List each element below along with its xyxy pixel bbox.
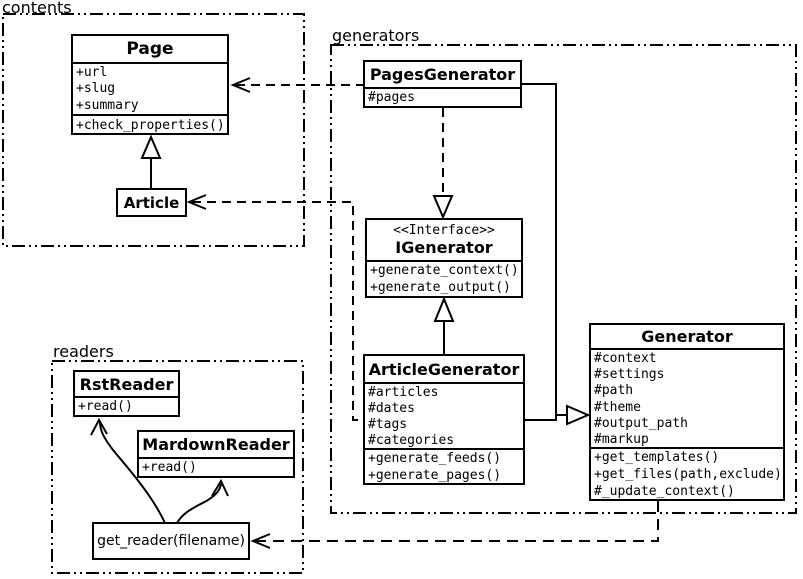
attribute: #context (594, 351, 657, 366)
generators-package-label: generators (332, 26, 420, 45)
generators-package-border (330, 44, 797, 514)
attribute: #dates (368, 401, 415, 416)
method: +generate_output() (370, 279, 511, 295)
dependency-arrow-generator-to-getreader (250, 501, 659, 549)
arrow-getreader-to-rstreader (90, 417, 166, 524)
attribute: #theme (594, 399, 641, 415)
attribute: #pages (368, 90, 415, 105)
method: +generate_feeds() (368, 451, 502, 467)
attribute: +slug (76, 81, 116, 97)
method: +read() (142, 460, 197, 475)
inheritance-arrow-article-to-page (140, 134, 162, 188)
class-rstreader: RstReader +read() (73, 370, 180, 417)
dependency-arrow-pagesgenerator-to-page (230, 77, 363, 93)
class-articlegenerator: ArticleGenerator #articles #dates #tags … (363, 354, 525, 485)
class-igenerator-title: IGenerator (395, 238, 493, 257)
class-articlegenerator-attributes: #articles #dates #tags #categories (365, 382, 523, 448)
class-generator-title: Generator (641, 327, 733, 346)
method: +check_properties() (76, 117, 225, 133)
method: +get_files(path,exclude) (594, 467, 782, 483)
function-get-reader: get_reader(filename) (92, 522, 250, 560)
class-articlegenerator-methods: +generate_feeds() +generate_pages() (365, 448, 523, 483)
attribute: #settings (594, 367, 665, 383)
class-article: Article (116, 188, 187, 217)
class-mardownreader: MardownReader +read() (137, 430, 295, 478)
class-pagesgenerator: PagesGenerator #pages (363, 60, 522, 108)
arrow-getreader-to-mardownreader (176, 478, 229, 524)
attribute: #path (594, 383, 634, 399)
class-igenerator: <<Interface>> IGenerator +generate_conte… (365, 218, 523, 298)
class-rstreader-methods: +read() (75, 396, 178, 415)
contents-package-label: contents (2, 0, 72, 17)
class-page-title: Page (126, 39, 174, 59)
realization-arrow-pagesgenerator-to-igenerator (432, 108, 454, 220)
attribute: #categories (368, 433, 455, 448)
class-pagesgenerator-attributes: #pages (365, 87, 520, 106)
method: +generate_pages() (368, 467, 502, 483)
class-article-title: Article (123, 193, 180, 212)
method: #_update_context() (594, 483, 735, 499)
class-igenerator-methods: +generate_context() +generate_output() (367, 260, 521, 296)
inheritance-arrow-generators-to-generator (522, 83, 591, 426)
attribute: #output_path (594, 415, 688, 431)
class-page: Page +url +slug +summary +check_properti… (71, 34, 229, 135)
function-get-reader-label: get_reader(filename) (97, 533, 245, 549)
class-rstreader-title: RstReader (79, 374, 174, 394)
interface-stereotype: <<Interface>> (393, 222, 495, 238)
attribute: #markup (594, 432, 649, 448)
attribute: #tags (368, 417, 408, 432)
method: +get_templates() (594, 450, 720, 466)
realization-arrow-articlegenerator-to-igenerator (433, 296, 455, 354)
class-mardownreader-methods: +read() (139, 457, 293, 476)
attribute: +summary (76, 97, 139, 113)
class-page-methods: +check_properties() (73, 113, 227, 133)
class-pagesgenerator-title: PagesGenerator (369, 65, 516, 84)
class-igenerator-header: <<Interface>> IGenerator (367, 220, 521, 260)
class-mardownreader-title: MardownReader (142, 435, 290, 454)
dependency-arrow-articlegenerator-to-article (186, 194, 363, 421)
class-page-attributes: +url +slug +summary (73, 62, 227, 114)
contents-package-border (2, 13, 305, 247)
attribute: #articles (368, 385, 439, 400)
attribute: +url (76, 65, 108, 80)
class-generator-methods: +get_templates() +get_files(path,exclude… (591, 447, 783, 499)
method: +generate_context() (370, 263, 519, 278)
readers-package-label: readers (53, 342, 114, 361)
class-articlegenerator-title: ArticleGenerator (368, 359, 520, 379)
class-generator-attributes: #context #settings #path #theme #output_… (591, 348, 783, 447)
method: +read() (78, 399, 133, 414)
class-generator: Generator #context #settings #path #them… (589, 323, 785, 501)
readers-package-border (51, 360, 304, 574)
